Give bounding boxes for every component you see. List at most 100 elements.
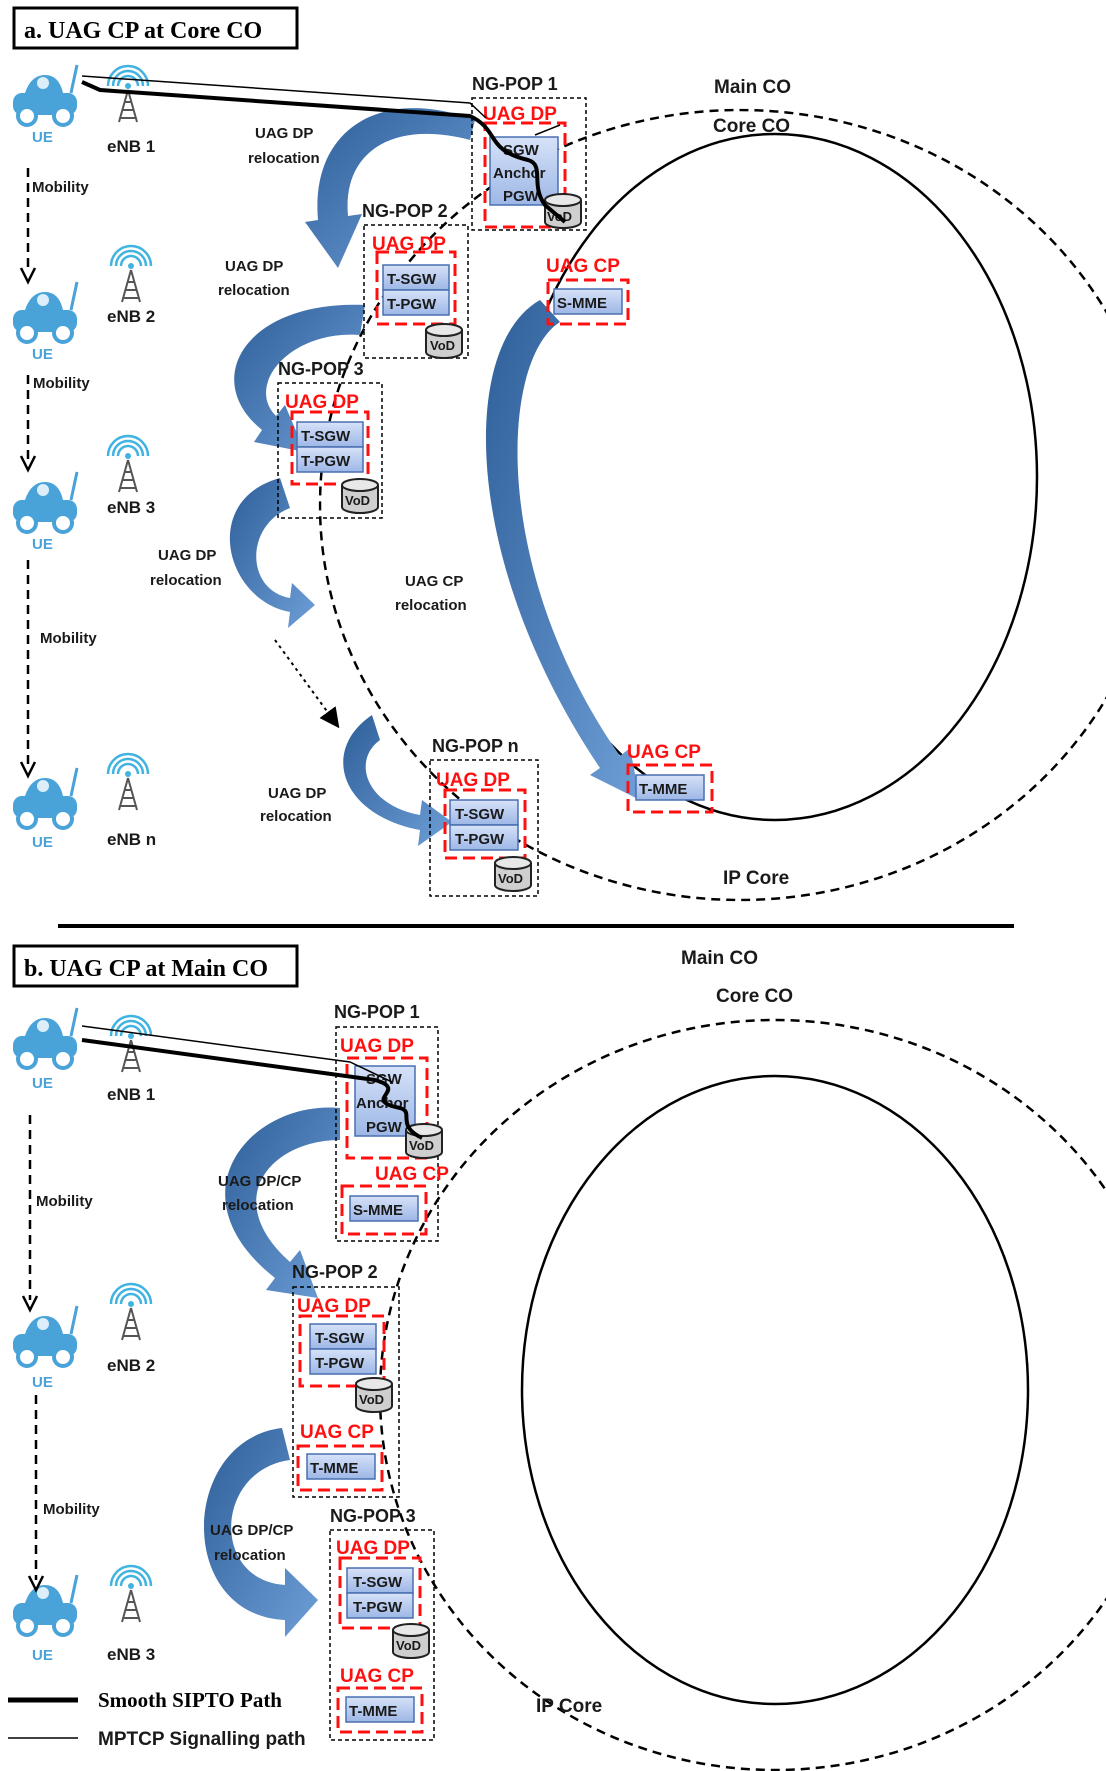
ue-car-icon [11, 470, 79, 534]
mobility-arrows [28, 1115, 38, 1580]
dotted-continuation-arrow [274, 639, 340, 729]
svg-text:T-SGW: T-SGW [353, 1574, 403, 1591]
enb-label: eNB 3 [107, 498, 155, 517]
ip-core-label: IP Core [723, 868, 789, 889]
relocation-label: UAG DP [225, 258, 283, 275]
svg-text:UAG DP: UAG DP [436, 770, 510, 791]
svg-text:UAG DP: UAG DP [285, 392, 359, 413]
ue-label: UE [32, 834, 53, 851]
core-co-label: Core CO [716, 986, 793, 1007]
uag-cp-tmme: UAG CP T-MME [626, 742, 714, 814]
relocation-label: relocation [150, 572, 222, 589]
ue-car-icon [11, 63, 79, 127]
svg-text:NG-POP 3: NG-POP 3 [330, 1506, 416, 1526]
ng-pop-1: NG-POP 1 UAG DP SGW Anchor PGW VoD [471, 74, 587, 231]
main-co-label: Main CO [681, 948, 758, 969]
ue-label: UE [32, 129, 53, 146]
enb-label: eNB 3 [107, 1645, 155, 1664]
svg-text:SGW: SGW [366, 1071, 403, 1088]
enb-label: eNB 1 [107, 1085, 155, 1104]
svg-text:T-MME: T-MME [310, 1460, 358, 1477]
svg-text:PGW: PGW [503, 188, 540, 205]
panel-b-title-box [12, 944, 299, 988]
legend: Smooth SIPTO Path MPTCP Signalling path [8, 1688, 306, 1750]
mobility-label: Mobility [43, 1501, 100, 1518]
svg-text:VoD: VoD [359, 1392, 384, 1407]
svg-text:UAG DP: UAG DP [483, 104, 557, 125]
mobility-label: Mobility [36, 1193, 93, 1210]
ng-pop-1: NG-POP 1 UAG DP SGW Anchor PGW VoD UAG C… [334, 1002, 449, 1242]
svg-text:S-MME: S-MME [557, 295, 607, 312]
svg-text:UAG CP: UAG CP [375, 1164, 449, 1185]
enb-label: eNB 2 [107, 1356, 155, 1375]
svg-text:VoD: VoD [409, 1138, 434, 1153]
svg-text:Anchor: Anchor [493, 165, 546, 182]
svg-text:NG-POP 2: NG-POP 2 [362, 201, 448, 221]
legend-mptcp-label: MPTCP Signalling path [98, 1729, 306, 1750]
ue-car-icon [11, 280, 79, 344]
svg-text:VoD: VoD [498, 871, 523, 886]
svg-text:NG-POP 2: NG-POP 2 [292, 1262, 378, 1282]
svg-text:UAG DP: UAG DP [297, 1296, 371, 1317]
svg-text:VoD: VoD [345, 493, 370, 508]
ng-pop-3: NG-POP 3 UAG DP T-SGW T-PGW VoD UAG CP T… [329, 1506, 435, 1741]
ue-car-icon [11, 1573, 79, 1637]
ng-pop-3: NG-POP 3 UAG DP T-SGW T-PGW VoD [277, 359, 383, 519]
enb-label: eNB 1 [107, 137, 155, 156]
panel-a-title-box [12, 6, 299, 50]
svg-text:UAG CP: UAG CP [300, 1422, 374, 1443]
svg-text:T-PGW: T-PGW [353, 1599, 403, 1616]
relocation-label: UAG DP [268, 785, 326, 802]
svg-text:UAG CP: UAG CP [340, 1666, 414, 1687]
relocation-label: relocation [260, 808, 332, 825]
ue-label: UE [32, 1374, 53, 1391]
enb-tower-icon [109, 1282, 153, 1342]
mobility-label: Mobility [33, 375, 90, 392]
ue-car-icon [11, 766, 79, 830]
relocation-label: UAG DP [255, 125, 313, 142]
enb-tower-icon [109, 1564, 153, 1624]
svg-text:PGW: PGW [366, 1119, 403, 1136]
svg-text:T-PGW: T-PGW [455, 831, 505, 848]
cp-relocation-label: relocation [395, 597, 467, 614]
core-co-label: Core CO [713, 116, 790, 137]
enb-tower-icon [106, 752, 150, 812]
panel-b-title: b. UAG CP at Main CO [24, 956, 268, 982]
ue-label: UE [32, 1647, 53, 1664]
enb-label: eNB n [107, 830, 156, 849]
enb-label: eNB 2 [107, 307, 155, 326]
mptcp-signalling-path [81, 75, 487, 119]
ue-car-icon [11, 1304, 79, 1368]
relocation-label: relocation [248, 150, 320, 167]
relocation-label: relocation [218, 282, 290, 299]
cp-relocation-label: UAG CP [405, 573, 463, 590]
svg-text:NG-POP 3: NG-POP 3 [278, 359, 364, 379]
svg-text:UAG DP: UAG DP [340, 1036, 414, 1057]
relocation-label: UAG DP [158, 547, 216, 564]
enb-tower-icon [109, 244, 153, 304]
svg-text:T-SGW: T-SGW [455, 806, 505, 823]
svg-text:T-PGW: T-PGW [315, 1355, 365, 1372]
svg-text:T-SGW: T-SGW [301, 428, 351, 445]
core-co-ellipse [520, 1074, 1030, 1706]
svg-text:T-PGW: T-PGW [301, 453, 351, 470]
dp-relocation-arrow [229, 108, 640, 846]
panel-a-title: a. UAG CP at Core CO [24, 18, 262, 44]
relocation-label: relocation [222, 1197, 294, 1214]
mobility-label: Mobility [32, 179, 89, 196]
svg-text:NG-POP 1: NG-POP 1 [334, 1002, 420, 1022]
enb-tower-icon [106, 434, 150, 494]
svg-text:UAG CP: UAG CP [627, 742, 701, 763]
ng-pop-2: NG-POP 2 UAG DP T-SGW T-PGW VoD [362, 201, 469, 359]
relocation-label: UAG DP/CP [218, 1173, 301, 1190]
ip-core-label: IP Core [536, 1696, 602, 1717]
svg-text:VoD: VoD [430, 338, 455, 353]
smooth-sipto-path [81, 80, 567, 224]
mobility-label: Mobility [40, 630, 97, 647]
svg-text:S-MME: S-MME [353, 1202, 403, 1219]
svg-text:VoD: VoD [396, 1638, 421, 1653]
panel-b: b. UAG CP at Main CO Main CO Core CO IP … [11, 944, 1106, 1771]
ue-car-icon [11, 1006, 79, 1070]
ng-pop-n: NG-POP n UAG DP T-SGW T-PGW VoD [429, 736, 539, 897]
ue-label: UE [32, 536, 53, 553]
